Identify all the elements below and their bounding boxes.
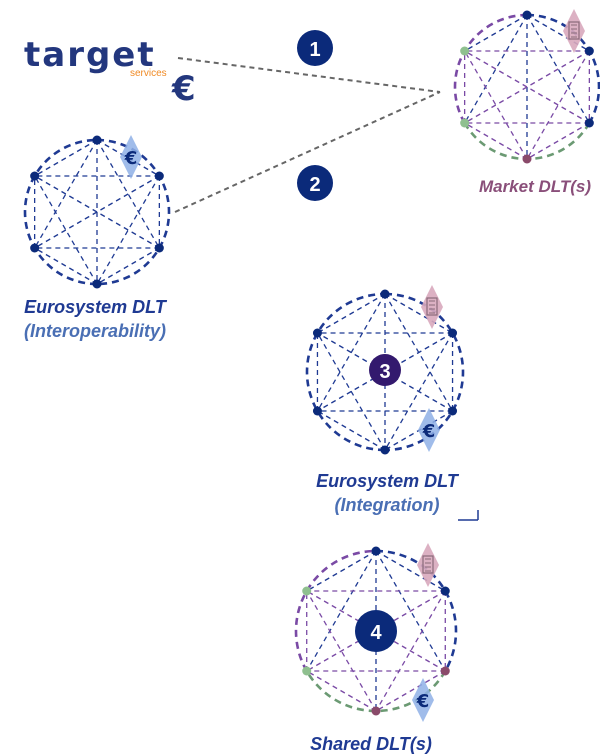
network-link [317,410,386,451]
network-link [34,247,98,285]
eurosystem-integration-network: € [305,285,465,455]
eurosystem-integration-subtitle: (Integration) [335,495,440,515]
network-node [584,46,594,56]
euro-diamond-icon: € [412,678,434,722]
network-node [380,289,390,299]
network-node [584,118,594,128]
logo-word: target [24,35,156,75]
network-node [312,328,322,338]
network-ring [526,13,600,124]
logo-sub: services [130,68,167,79]
network-node [92,279,102,289]
network-link [384,293,453,334]
network-node [522,154,532,164]
eurosystem-interop-network: € [23,135,171,289]
network-link [375,550,446,592]
building-diamond-icon [563,9,585,53]
target-services-logo: target services € [24,35,196,109]
euro-diamond-icon: € [418,408,440,452]
marker-2-label: 2 [309,174,320,196]
network-ring [453,13,528,124]
network-link [317,332,453,412]
shared-dlt-network: € [294,543,458,722]
network-link [316,332,386,451]
connector-1 [177,57,441,93]
svg-text:€: € [124,148,138,169]
network-ring [305,292,386,452]
network-link [526,50,590,160]
network-link [375,670,446,712]
network-link [317,332,453,412]
network-link [34,139,98,177]
network-link [96,175,160,285]
network-node [30,243,40,253]
network-link [464,50,590,124]
marker-3-label: 3 [379,361,390,383]
network-link [34,175,98,285]
network-ring [96,138,171,286]
network-node [312,406,322,416]
euro-diamond-icon: € [120,135,142,179]
network-link [317,293,386,334]
network-node [371,546,381,556]
network-link [464,50,528,160]
svg-text:€: € [422,421,436,442]
eurosystem-interop-subtitle: (Interoperability) [24,321,166,341]
network-node [302,586,312,596]
network-node [440,666,450,676]
network-node [371,706,381,716]
network-ring [23,138,98,286]
network-node [30,171,40,181]
network-link [526,14,590,52]
network-link [34,175,160,249]
network-node [522,10,532,20]
shared-dlt-label: Shared DLT(s) [310,734,432,754]
marker-2: 2 [297,165,333,201]
network-node [380,445,390,455]
network-ring [375,549,458,672]
network-ring [384,292,465,452]
marker-1-label: 1 [309,39,320,61]
network-node [92,135,102,145]
network-link [464,122,528,160]
network-node [154,171,164,181]
network-link [526,14,590,124]
building-diamond-icon [417,543,439,587]
marker-4: 4 [355,610,397,652]
network-node [154,243,164,253]
network-link [464,14,528,52]
network-node [448,328,458,338]
eurosystem-integration-title: Eurosystem DLT [316,471,460,491]
network-ring [305,670,447,713]
building-diamond-icon [421,285,443,329]
logo-euro-icon: € [171,69,196,109]
network-node [460,118,470,128]
marker-3: 3 [369,354,401,386]
network-link [306,670,377,712]
network-link [96,247,160,285]
network-link [526,122,590,160]
marker-1: 1 [297,30,333,66]
network-node [460,46,470,56]
network-link [96,139,160,249]
network-node [302,666,312,676]
network-node [440,586,450,596]
network-link [306,550,377,592]
network-link [464,14,528,124]
connector-2 [174,91,441,213]
marker-4-label: 4 [370,622,382,644]
network-ring [294,549,377,672]
eurosystem-interop-title: Eurosystem DLT [24,297,168,317]
market-dlt-network [453,9,600,164]
network-node [448,406,458,416]
svg-text:€: € [416,691,430,712]
network-link [34,139,98,249]
market-dlt-label: Market DLT(s) [479,177,591,196]
